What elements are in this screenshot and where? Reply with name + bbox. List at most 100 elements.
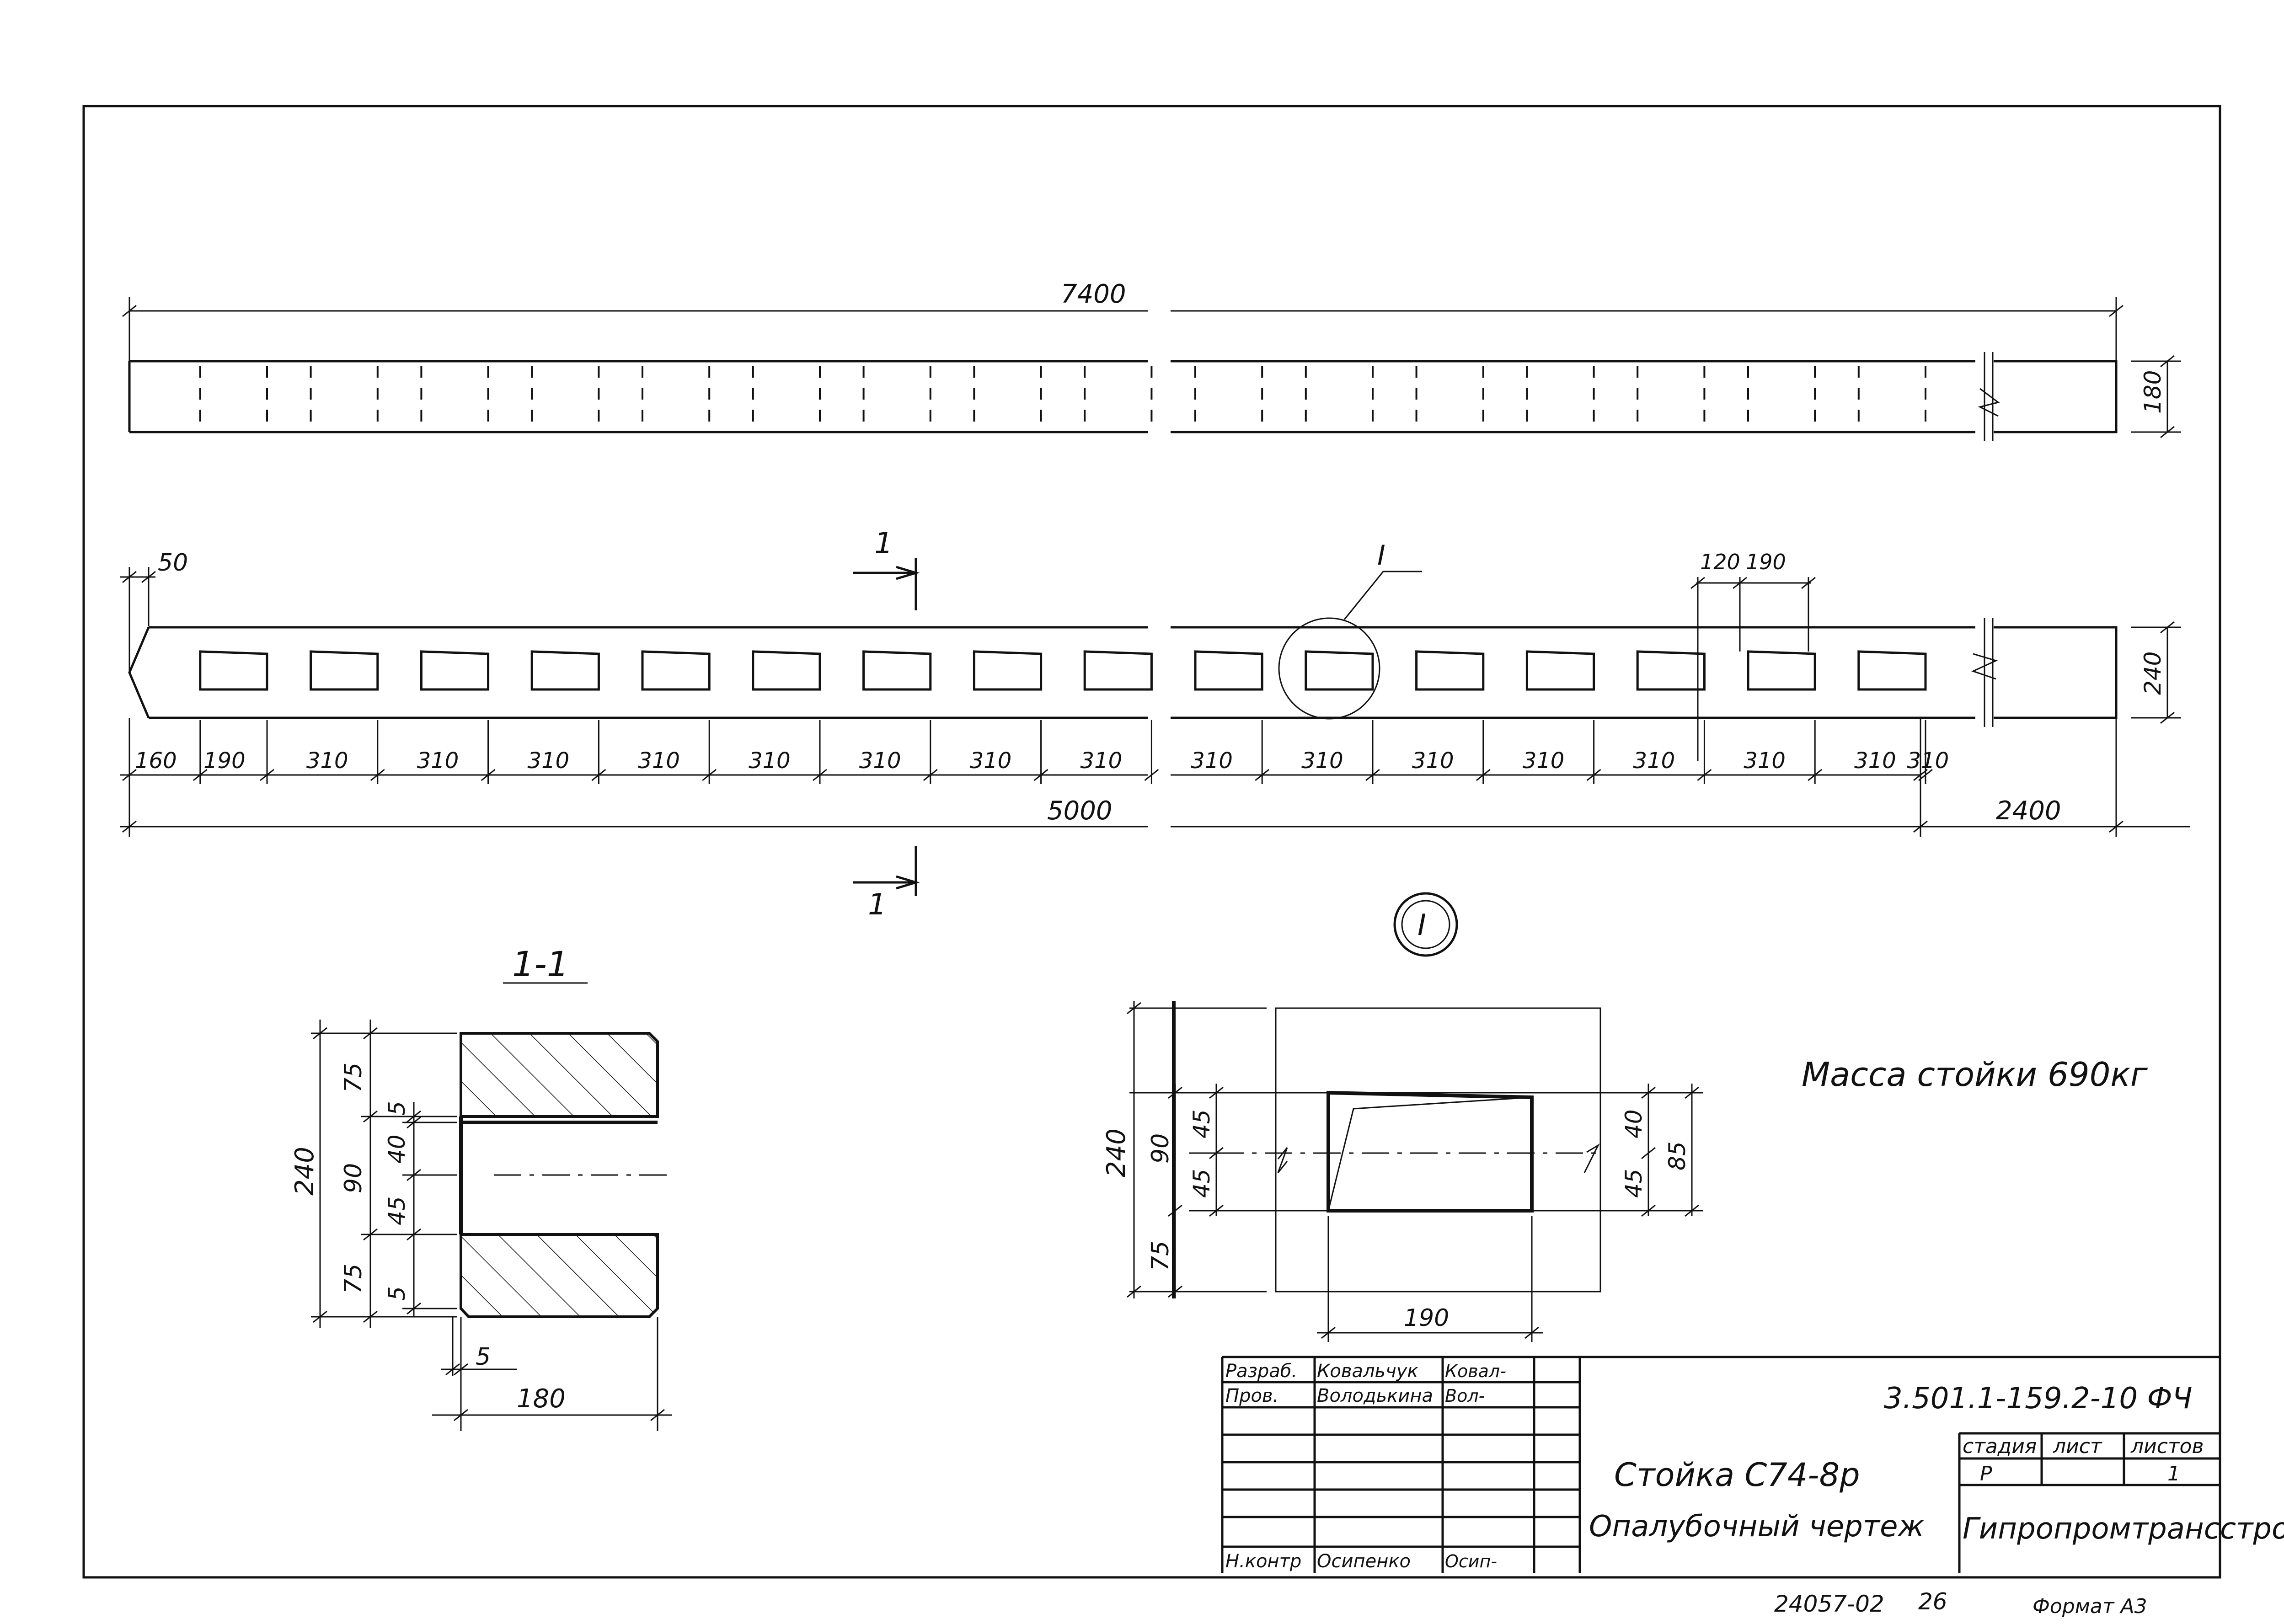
section-title: 1-1	[512, 944, 569, 984]
top-view-outline	[128, 360, 2118, 433]
section-dim-height: 240	[290, 1147, 320, 1196]
dim-line-total	[122, 297, 2124, 361]
dim-chain-tick	[1697, 720, 1712, 784]
tb-stage-value: Р	[1980, 1462, 1992, 1485]
tb-sign-checker: Вол-	[1445, 1386, 1485, 1406]
front-view-opening	[530, 650, 600, 691]
front-view-opening	[1636, 650, 1706, 691]
top-view-hidden-edge	[1526, 366, 1595, 427]
dim-chain-tick	[1144, 720, 1159, 784]
dim-rail-length: 5000	[1047, 796, 1113, 826]
tb-organization: Гипропромтрансстрой	[1963, 1512, 2284, 1546]
dim-line-end-offset	[120, 567, 156, 672]
title-block: 3.501.1-159.2-10 ФЧ Стойка С74-8р Опалуб…	[1221, 1356, 2284, 1573]
top-view-hidden-edge	[1415, 366, 1484, 427]
front-view-opening	[973, 650, 1043, 691]
dim-chain-tick	[1808, 720, 1823, 784]
front-view-opening	[1194, 650, 1263, 691]
tb-role-developer: Разраб.	[1225, 1361, 1297, 1382]
dim-line-gap	[1690, 577, 1816, 761]
tb-designation: 3.501.1-159.2-10 ФЧ	[1884, 1382, 2192, 1416]
front-view-opening	[862, 650, 932, 691]
front-view-opening	[1857, 650, 1927, 691]
detail-dim-45-lower: 45	[1188, 1169, 1215, 1198]
section-web	[459, 1116, 658, 1234]
section-mark-top	[853, 558, 920, 610]
front-view-opening	[310, 650, 379, 691]
front-view-opening	[420, 650, 490, 691]
front-view-break-line	[1971, 618, 1998, 727]
top-view-hidden-edge	[1637, 366, 1706, 427]
section-dim-90: 90	[340, 1163, 367, 1193]
dim-gap: 120	[1700, 550, 1740, 574]
dim-chain-pitch: 310	[1412, 748, 1454, 774]
dim-chain-tick	[193, 720, 208, 784]
dim-chain-pitch: 310	[1633, 748, 1675, 774]
detail-dim-height: 240	[1102, 1128, 1131, 1177]
top-view-hidden-edge	[1305, 366, 1374, 427]
tb-name-checker: Володькина	[1317, 1385, 1433, 1406]
top-view-hidden-edge	[310, 366, 379, 427]
detail-dim-lines	[1127, 1001, 1703, 1298]
detail-title-inner-circle	[1401, 900, 1450, 949]
tb-name-developer: Ковальчук	[1317, 1361, 1418, 1382]
top-view: 7400 180	[122, 279, 2181, 441]
dim-chain-pitch: 310	[638, 748, 680, 774]
top-view-hidden-edge	[642, 366, 711, 427]
detail-callout-label: I	[1377, 540, 1385, 572]
dim-chain-pitch: 310	[970, 748, 1012, 774]
front-view-outline	[128, 626, 2118, 719]
tb-role-checker: Пров.	[1225, 1385, 1278, 1406]
top-view-hidden-edge	[1084, 366, 1153, 427]
section-dim-horizontal	[432, 1317, 672, 1431]
detail-dim-75: 75	[1147, 1241, 1174, 1271]
front-view-openings	[199, 650, 1927, 691]
dim-chain-tick	[813, 720, 827, 784]
section-dim-5-bottom: 5	[384, 1286, 410, 1301]
dim-chain-tick	[702, 720, 717, 784]
dim-chain-pitch: 310	[1080, 748, 1123, 774]
tb-name-line1: Стойка С74-8р	[1614, 1456, 1860, 1494]
detail-callout-circle	[1278, 617, 1380, 720]
top-view-hidden-edge	[862, 366, 931, 427]
dim-chain-tick	[923, 720, 938, 784]
front-view-opening	[641, 650, 711, 691]
tb-sheets-value: 1	[2167, 1462, 2180, 1485]
detail-dim-45-upper: 45	[1188, 1109, 1215, 1138]
tb-sheet-header: лист	[2053, 1435, 2102, 1458]
top-view-hidden-edge	[531, 366, 600, 427]
tb-role-norm-control: Н.контр	[1225, 1551, 1301, 1572]
detail-opening	[1327, 1090, 1534, 1213]
front-view-opening	[1525, 650, 1595, 691]
detail-dim-90: 90	[1147, 1133, 1174, 1164]
front-view-opening	[1305, 650, 1374, 691]
dim-line-height-front	[2131, 621, 2181, 724]
footer-order-number: 24057-02	[1774, 1591, 1884, 1617]
dim-chain-tick	[1255, 720, 1270, 784]
tb-name-line2: Опалубочный чертеж	[1589, 1510, 1924, 1544]
dim-chain-pitch: 310	[1907, 748, 1949, 774]
section-mark-top-label: 1	[874, 527, 893, 561]
dim-chain-pitch: 310	[749, 748, 791, 774]
dim-chain-pitch: 310	[859, 748, 901, 774]
dim-chain-tick	[370, 720, 385, 784]
tb-stage-header: стадия	[1963, 1435, 2037, 1458]
top-view-hidden-edge	[752, 366, 821, 427]
dim-chain-tick	[260, 720, 274, 784]
mass-note: Масса стойки 690кг	[1802, 1055, 2148, 1094]
front-view-opening	[1747, 650, 1816, 691]
dim-chain-tick	[1586, 720, 1601, 784]
detail-dim-width-label: 190	[1404, 1304, 1449, 1332]
dim-chain-tick	[591, 720, 606, 784]
section-dim-75-bottom: 75	[340, 1264, 367, 1294]
top-view-hidden-edge	[1857, 366, 1926, 427]
dim-tail-length: 2400	[1996, 796, 2061, 826]
tb-name-norm-control: Осипенко	[1317, 1551, 1411, 1572]
section-dim-75-top: 75	[340, 1063, 367, 1093]
detail-dim-width	[1317, 1216, 1543, 1342]
dim-first-opening: 190	[203, 748, 246, 774]
front-view-opening	[752, 650, 821, 691]
section-dim-40: 40	[384, 1134, 410, 1164]
